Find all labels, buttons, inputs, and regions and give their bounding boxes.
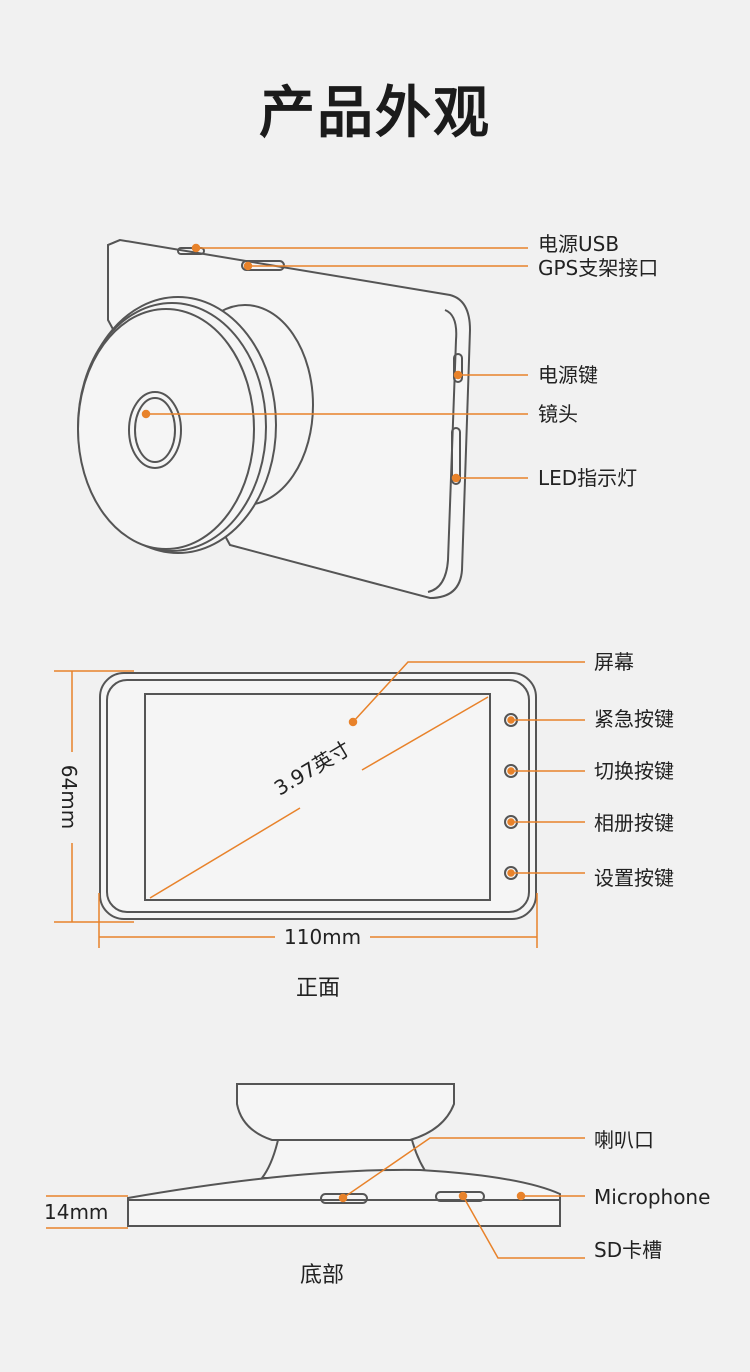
label-album-key: 相册按键 — [594, 811, 674, 835]
label-emergency-key: 紧急按键 — [594, 707, 674, 731]
front-height-dimension: 64mm — [57, 764, 82, 830]
label-screen: 屏幕 — [594, 650, 634, 674]
lens-outer — [128, 391, 182, 469]
perspective-callouts — [141, 243, 528, 483]
front-caption: 正面 — [296, 976, 341, 1001]
page-title: 产品外观 — [259, 81, 491, 146]
front-callouts — [348, 661, 585, 877]
label-lens: 镜头 — [538, 402, 578, 426]
label-settings-key: 设置按键 — [594, 866, 674, 890]
usb-port — [177, 247, 205, 255]
label-power-usb: 电源USB — [538, 232, 620, 256]
label-speaker: 喇叭口 — [594, 1128, 654, 1152]
label-switch-key: 切换按键 — [594, 759, 674, 783]
bottom-view-drawing — [127, 1083, 561, 1227]
bottom-thickness-dimension: 14mm — [44, 1200, 109, 1224]
front-dimensions — [54, 670, 538, 948]
bottom-callouts — [338, 1137, 585, 1259]
perspective-view-drawing — [77, 238, 472, 600]
bottom-dimensions — [46, 1195, 128, 1229]
label-gps-mount: GPS支架接口 — [538, 256, 659, 280]
label-power-key: 电源键 — [538, 363, 598, 387]
front-diagonal — [149, 696, 489, 899]
mount-top — [236, 1083, 455, 1141]
power-button-shape — [453, 353, 463, 383]
led-slot — [451, 427, 461, 485]
front-width-dimension: 110mm — [284, 925, 362, 949]
lens-inner — [134, 397, 176, 463]
sd-slot — [435, 1191, 485, 1202]
label-microphone: Microphone — [594, 1185, 711, 1209]
label-led: LED指示灯 — [538, 466, 638, 490]
label-sd-slot: SD卡槽 — [594, 1238, 663, 1262]
front-view-drawing — [99, 672, 537, 920]
bottom-caption: 底部 — [300, 1263, 345, 1288]
